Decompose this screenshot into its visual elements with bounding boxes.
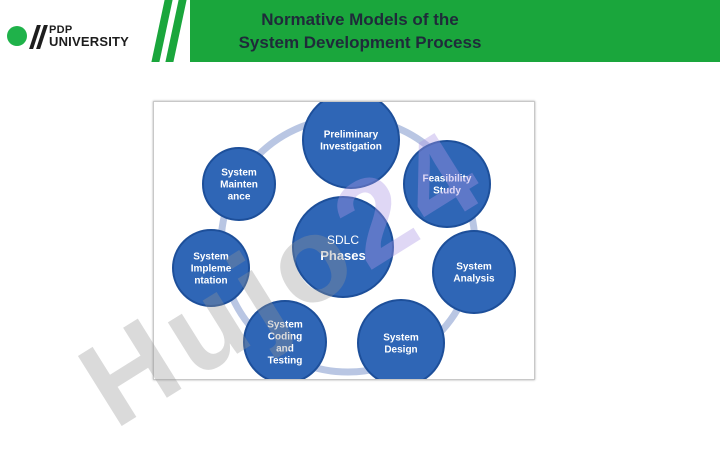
pdp-university-logo: PDP UNIVERSITY	[7, 20, 132, 52]
phase-label-line: Feasibility	[423, 174, 472, 185]
phase-circle	[243, 300, 327, 379]
logo-dot-icon	[7, 26, 27, 46]
phase-circle	[172, 229, 250, 307]
phase-circle	[357, 299, 445, 379]
phase-label-line: Study	[433, 186, 461, 197]
logo-wordmark: PDP UNIVERSITY	[49, 24, 129, 48]
phase-circle	[432, 230, 516, 314]
center-label-line-1: SDLC	[327, 233, 359, 247]
header-band	[190, 0, 720, 62]
phase-label-line: System	[383, 333, 419, 344]
phase-circle	[403, 140, 491, 228]
phase-label-line: System	[456, 262, 492, 273]
phase-label-line: System	[267, 320, 303, 331]
center-node	[292, 196, 394, 298]
phase-label-line: Coding	[268, 332, 302, 343]
phase-label-line: Mainten	[220, 180, 258, 191]
phase-label-line: ntation	[194, 276, 227, 287]
phase-label-line: System	[193, 252, 229, 263]
phase-label-line: ance	[228, 192, 251, 203]
phase-circle	[302, 102, 400, 189]
phase-label-line: Preliminary	[324, 130, 379, 141]
logo-line-1: PDP	[49, 24, 73, 36]
logo-line-2: UNIVERSITY	[49, 34, 130, 49]
slide-title: Normative Models of the System Developme…	[190, 8, 530, 54]
slide-title-line-2: System Development Process	[238, 33, 482, 52]
slide-title-line-1: Normative Models of the	[261, 10, 459, 29]
sdlc-diagram: PreliminaryInvestigationFeasibilityStudy…	[172, 102, 516, 379]
phase-label-line: Design	[384, 345, 417, 356]
phase-label-line: Investigation	[320, 142, 382, 153]
phase-circle	[202, 147, 276, 221]
center-label-line-2: Phases	[320, 248, 366, 263]
phase-label-line: Analysis	[453, 274, 495, 285]
phase-label-line: Testing	[268, 356, 303, 367]
phase-label-line: and	[276, 344, 294, 355]
phase-label-line: System	[221, 168, 257, 179]
phase-label-line: Impleme	[191, 264, 232, 275]
